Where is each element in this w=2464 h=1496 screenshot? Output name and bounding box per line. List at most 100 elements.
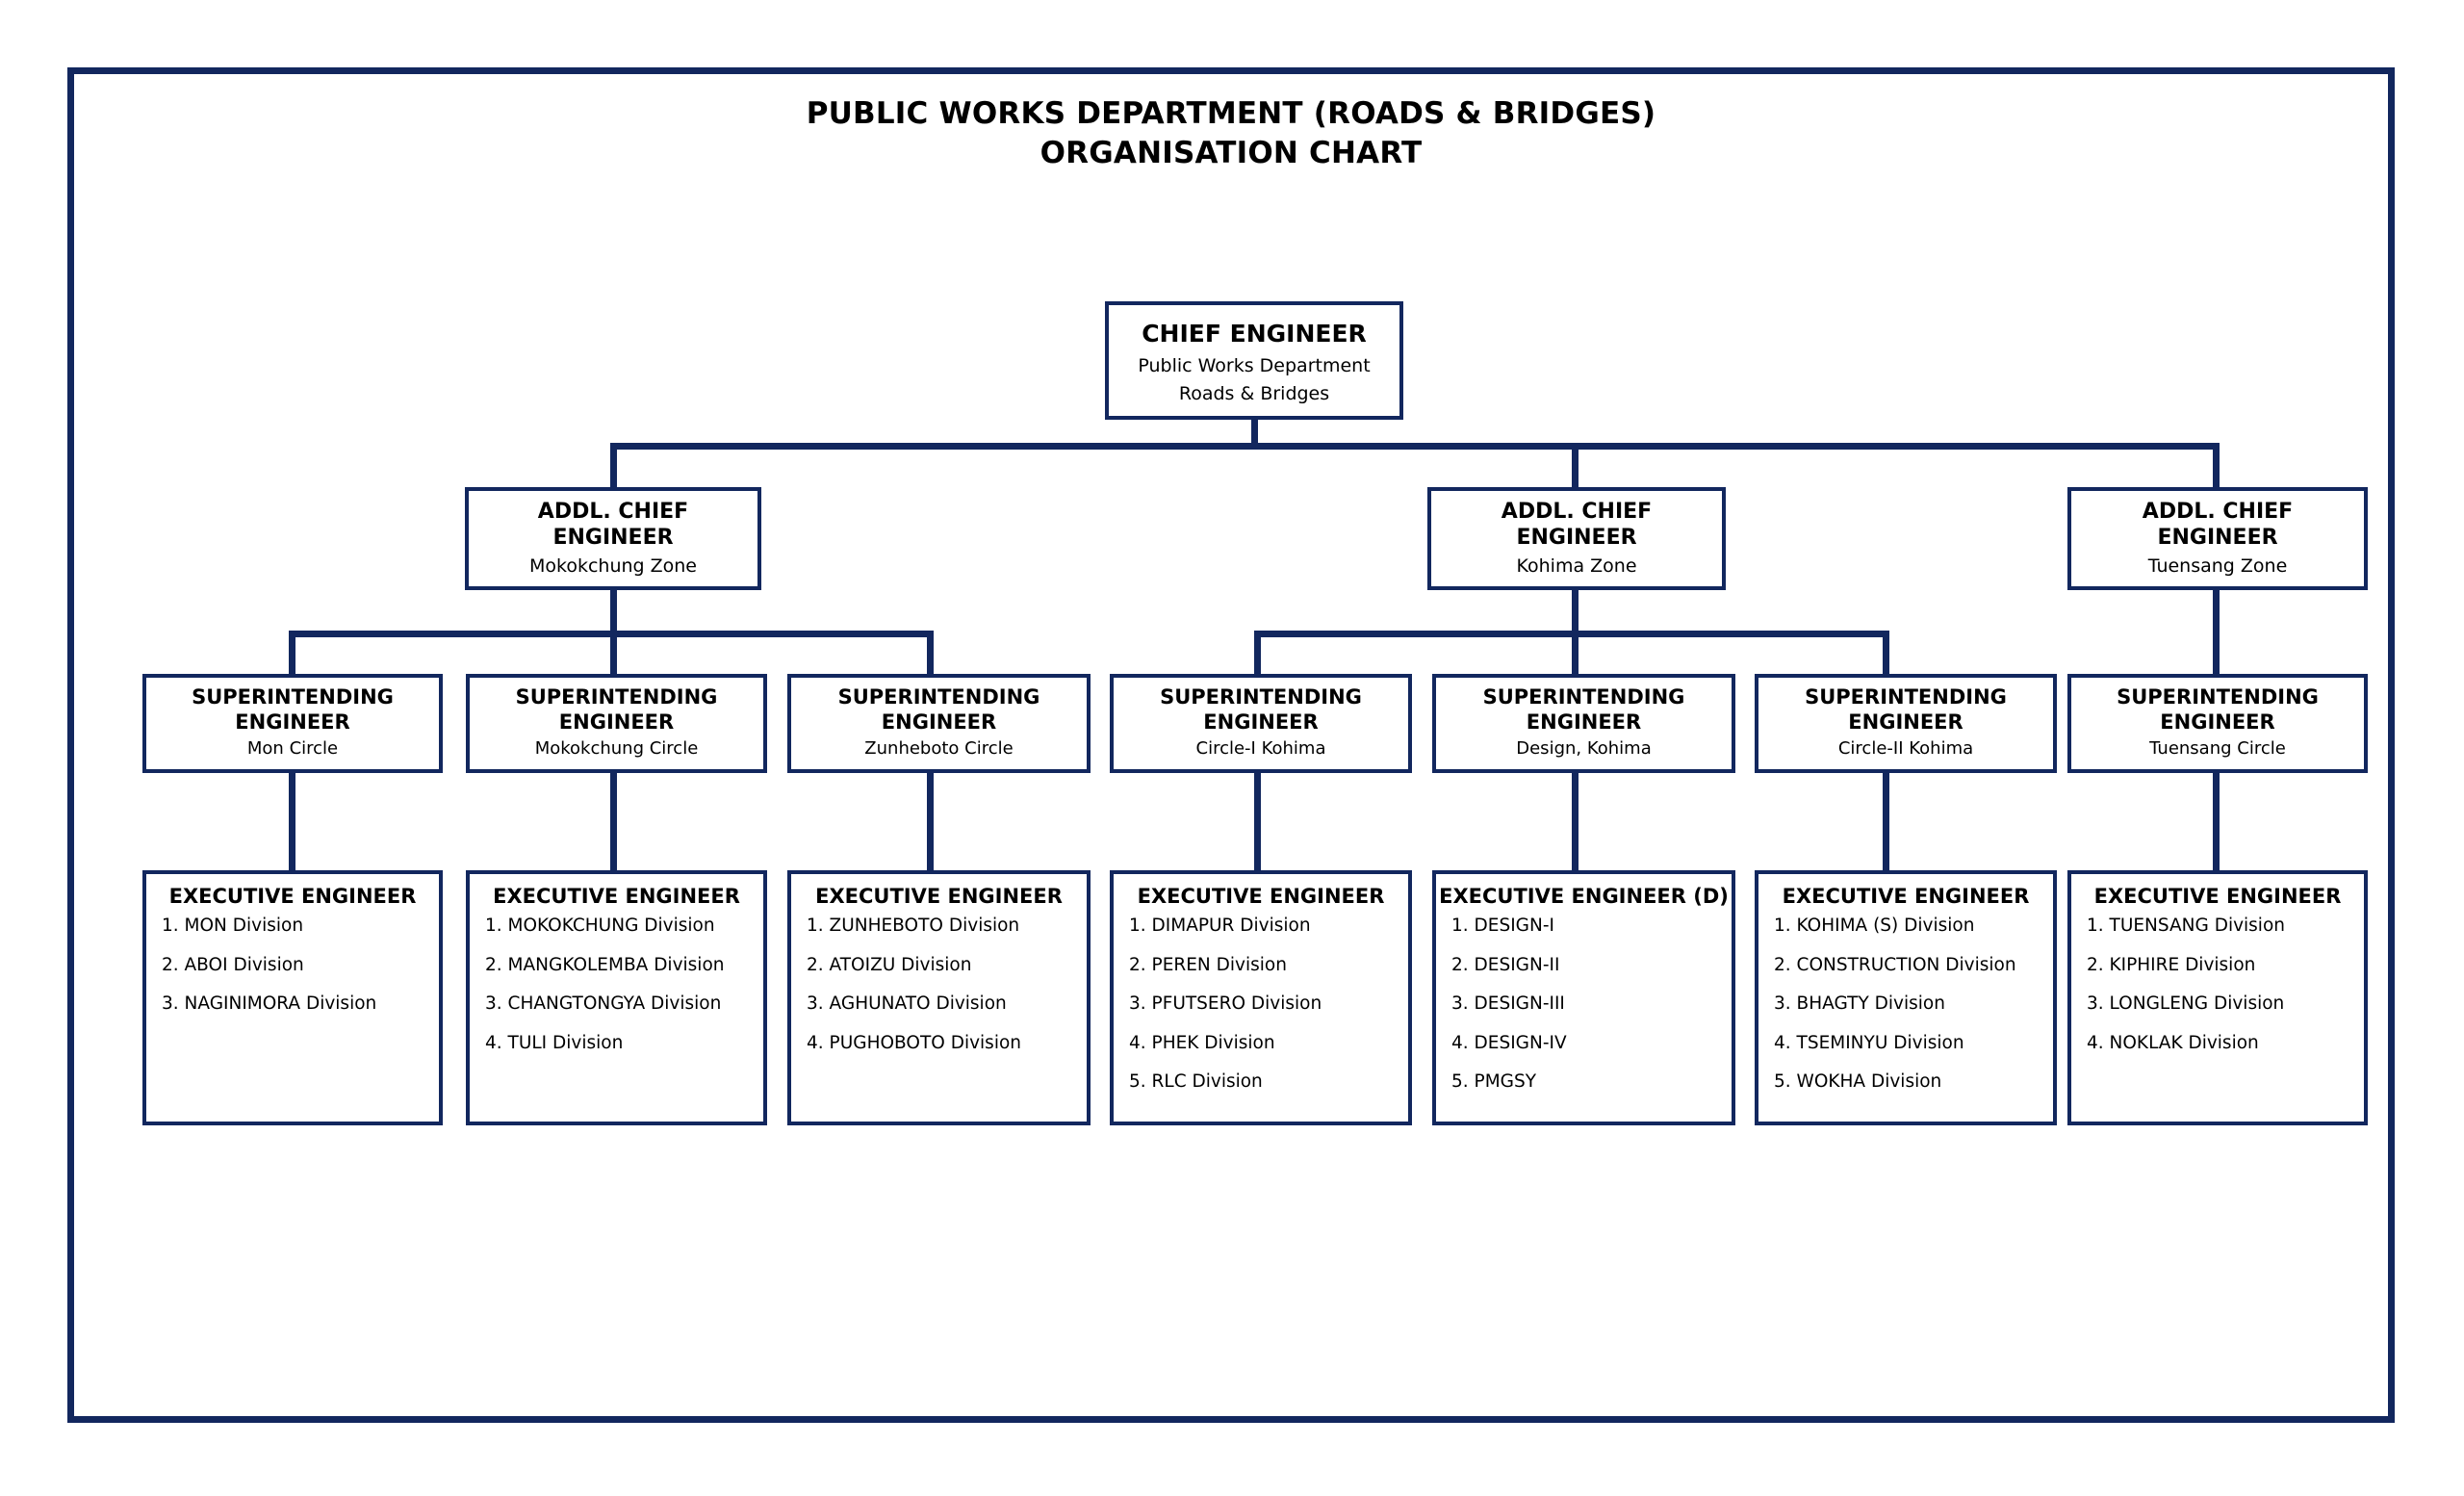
division-item: 1. TUENSANG Division [2087, 916, 2285, 937]
ace-title-line-1: ADDL. CHIEF [2142, 500, 2294, 524]
ee-title: EXECUTIVE ENGINEER [2093, 885, 2342, 908]
division-list: 1. KOHIMA (S) Division 2. CONSTRUCTION Di… [1758, 917, 2053, 1092]
division-list: 1. TUENSANG Division 2. KIPHIRE Division 3… [2071, 917, 2364, 1052]
division-item: 5. PMGSY [1451, 1071, 1537, 1093]
division-item: 1. DIMAPUR Division [1129, 916, 1311, 937]
division-item: 3. DESIGN-III [1451, 993, 1565, 1015]
connector-ee-drop-6 [2213, 773, 2220, 873]
ace-title-line-2: ENGINEER [552, 525, 674, 550]
se-title-line-1: SUPERINTENDING [1805, 685, 2007, 709]
connector-se-drop-5 [1883, 631, 1889, 676]
connector-ee-drop-3 [1254, 773, 1261, 873]
division-item: 5. WOKHA Division [1774, 1071, 1942, 1093]
connector-ace-drop-2 [2213, 443, 2220, 489]
node-superintending-engineer-zunheboto[interactable]: SUPERINTENDING ENGINEER Zunheboto Circle [787, 674, 1091, 773]
ace-subtitle: Kohima Zone [1516, 555, 1637, 577]
division-item: 4. DESIGN-IV [1451, 1032, 1567, 1053]
chief-engineer-title: CHIEF ENGINEER [1142, 320, 1367, 348]
division-item: 1. KOHIMA (S) Division [1774, 916, 1975, 937]
division-item: 1. ZUNHEBOTO Division [807, 916, 1020, 937]
division-item: 1. MOKOKCHUNG Division [485, 916, 715, 937]
division-list: 1. MOKOKCHUNG Division 2. MANGKOLEMBA Div… [470, 917, 763, 1052]
title-line-2: ORGANISATION CHART [1040, 135, 1423, 170]
connector-ace-drop-0 [610, 443, 617, 489]
division-item: 2. CONSTRUCTION Division [1774, 954, 2016, 975]
connector-se-drop-2 [927, 631, 934, 676]
page-title: PUBLIC WORKS DEPARTMENT (ROADS & BRIDGES… [67, 94, 2395, 173]
division-item: 2. ABOI Division [162, 954, 304, 975]
connector-se-drop-0 [289, 631, 295, 676]
se-subtitle: Design, Kohima [1516, 738, 1652, 760]
node-executive-engineer-tuensang[interactable]: EXECUTIVE ENGINEER 1. TUENSANG Division 2… [2067, 870, 2368, 1125]
se-title-line-2: ENGINEER [1848, 709, 1964, 734]
ee-title: EXECUTIVE ENGINEER (D) [1439, 885, 1729, 908]
se-subtitle: Tuensang Circle [2149, 738, 2286, 760]
ace-title-line-2: ENGINEER [2157, 525, 2278, 550]
division-item: 2. ATOIZU Division [807, 954, 972, 975]
node-superintending-engineer-design-kohima[interactable]: SUPERINTENDING ENGINEER Design, Kohima [1432, 674, 1735, 773]
division-item: 4. PHEK Division [1129, 1032, 1275, 1053]
node-superintending-engineer-mon[interactable]: SUPERINTENDING ENGINEER Mon Circle [142, 674, 443, 773]
node-chief-engineer[interactable]: CHIEF ENGINEER Public Works Department R… [1105, 301, 1403, 420]
ace-subtitle: Tuensang Zone [2147, 555, 2288, 577]
division-item: 4. PUGHOBOTO Division [807, 1032, 1022, 1053]
ace-title-line-1: ADDL. CHIEF [1501, 500, 1653, 524]
ee-title: EXECUTIVE ENGINEER [1137, 885, 1385, 908]
se-subtitle: Mokokchung Circle [534, 738, 699, 760]
node-superintending-engineer-circle-i-kohima[interactable]: SUPERINTENDING ENGINEER Circle-I Kohima [1110, 674, 1412, 773]
division-item: 1. DESIGN-I [1451, 916, 1554, 937]
node-superintending-engineer-mokokchung[interactable]: SUPERINTENDING ENGINEER Mokokchung Circl… [466, 674, 767, 773]
node-addl-chief-engineer-mokokchung[interactable]: ADDL. CHIEF ENGINEER Mokokchung Zone [465, 487, 761, 590]
division-item: 3. NAGINIMORA Division [162, 993, 377, 1015]
node-superintending-engineer-circle-ii-kohima[interactable]: SUPERINTENDING ENGINEER Circle-II Kohima [1755, 674, 2057, 773]
connector-se-drop-4 [1572, 631, 1578, 676]
node-addl-chief-engineer-tuensang[interactable]: ADDL. CHIEF ENGINEER Tuensang Zone [2067, 487, 2368, 590]
se-subtitle: Zunheboto Circle [864, 738, 1014, 760]
division-item: 3. CHANGTONGYA Division [485, 993, 722, 1015]
chief-engineer-subtitle-1: Public Works Department [1138, 354, 1371, 376]
ee-title: EXECUTIVE ENGINEER [168, 885, 417, 908]
division-item: 3. BHAGTY Division [1774, 993, 1945, 1015]
connector-se-drop-3 [1254, 631, 1261, 676]
node-executive-engineer-mon[interactable]: EXECUTIVE ENGINEER 1. MON Division 2. ABO… [142, 870, 443, 1125]
se-title-line-1: SUPERINTENDING [1160, 685, 1362, 709]
se-title-line-1: SUPERINTENDING [2117, 685, 2319, 709]
node-superintending-engineer-tuensang[interactable]: SUPERINTENDING ENGINEER Tuensang Circle [2067, 674, 2368, 773]
division-item: 2. KIPHIRE Division [2087, 954, 2256, 975]
ace-title-line-2: ENGINEER [1516, 525, 1637, 550]
se-title-line-2: ENGINEER [235, 709, 350, 734]
division-item: 3. LONGLENG Division [2087, 993, 2285, 1015]
division-list: 1. MON Division 2. ABOI Division 3. NAGINI… [146, 917, 439, 1014]
connector-ace2-stem [2213, 590, 2220, 676]
ace-title-line-1: ADDL. CHIEF [537, 500, 689, 524]
connector-ace-drop-1 [1572, 443, 1578, 489]
division-item: 1. MON Division [162, 916, 304, 937]
node-executive-engineer-zunheboto[interactable]: EXECUTIVE ENGINEER 1. ZUNHEBOTO Division… [787, 870, 1091, 1125]
division-item: 4. TULI Division [485, 1032, 624, 1053]
node-executive-engineer-circle-ii-kohima[interactable]: EXECUTIVE ENGINEER 1. KOHIMA (S) Divisio… [1755, 870, 2057, 1125]
connector-ce-stem [1251, 420, 1258, 449]
connector-ace-bus [610, 443, 2220, 450]
node-addl-chief-engineer-kohima[interactable]: ADDL. CHIEF ENGINEER Kohima Zone [1427, 487, 1726, 590]
connector-se-drop-1 [610, 631, 617, 676]
division-item: 2. PEREN Division [1129, 954, 1287, 975]
se-subtitle: Circle-II Kohima [1837, 738, 1974, 760]
ee-title: EXECUTIVE ENGINEER [815, 885, 1063, 908]
connector-ace1-stem [1572, 590, 1578, 634]
se-title-line-2: ENGINEER [2160, 709, 2275, 734]
node-executive-engineer-circle-i-kohima[interactable]: EXECUTIVE ENGINEER 1. DIMAPUR Division 2.… [1110, 870, 1412, 1125]
connector-ee-drop-2 [927, 773, 934, 873]
node-executive-engineer-mokokchung[interactable]: EXECUTIVE ENGINEER 1. MOKOKCHUNG Divisio… [466, 870, 767, 1125]
division-item: 2. MANGKOLEMBA Division [485, 954, 725, 975]
se-title-line-2: ENGINEER [1526, 709, 1642, 734]
division-item: 4. TSEMINYU Division [1774, 1032, 1964, 1053]
se-subtitle: Circle-I Kohima [1195, 738, 1326, 760]
title-line-1: PUBLIC WORKS DEPARTMENT (ROADS & BRIDGES… [806, 96, 1656, 131]
se-title-line-2: ENGINEER [1203, 709, 1319, 734]
se-title-line-1: SUPERINTENDING [837, 685, 1040, 709]
chief-engineer-subtitle-2: Roads & Bridges [1178, 383, 1330, 405]
